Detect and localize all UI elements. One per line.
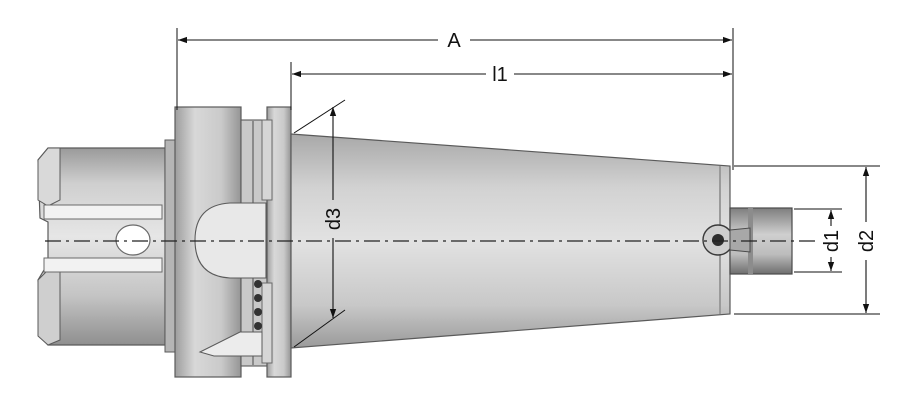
dimension-d1-label: d1 — [821, 230, 843, 252]
dimension-l1-label: l1 — [492, 64, 508, 86]
flange — [164, 106, 292, 378]
hsk-shank — [37, 147, 166, 346]
dimension-d2-label: d2 — [856, 230, 878, 252]
dimension-a-label: A — [447, 30, 461, 52]
dimension-a: A — [176, 28, 734, 170]
dimension-d3-label: d3 — [323, 208, 345, 230]
dimension-l1: l1 — [290, 62, 732, 110]
dimension-d1: d1 — [794, 208, 843, 273]
dimension-d3: d3 — [293, 99, 346, 348]
dimension-d2: d2 — [734, 165, 880, 315]
